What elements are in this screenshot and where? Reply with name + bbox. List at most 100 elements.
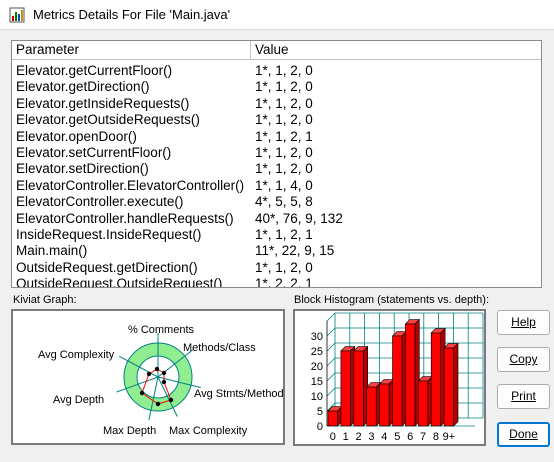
row-parameter: OutsideRequest.getDirection()	[16, 259, 198, 275]
histogram-y-tick: 10	[311, 391, 323, 403]
histogram-bar	[443, 342, 459, 427]
histogram-bar	[353, 345, 369, 427]
histogram-x-tick: 7	[420, 431, 426, 443]
row-parameter: Elevator.getInsideRequests()	[16, 95, 190, 111]
histogram-bar	[430, 327, 446, 427]
table-row[interactable]: ElevatorController.handleRequests() 40*, …	[12, 211, 532, 227]
histogram-gridline	[326, 342, 336, 352]
row-value: 1*, 1, 2, 0	[255, 79, 313, 95]
row-value: 1*, 1, 2, 1	[255, 128, 313, 144]
row-parameter: Elevator.getCurrentFloor()	[16, 63, 173, 78]
row-parameter: Elevator.setCurrentFloor()	[16, 145, 172, 160]
histogram-bar	[417, 375, 433, 427]
kiviat-axis	[148, 376, 159, 421]
histogram-gridline	[326, 387, 336, 397]
histogram-x-tick: 2	[355, 431, 361, 443]
table-row[interactable]: OutsideRequest.OutsideRequest() 1*, 2, 2,…	[12, 276, 532, 288]
table-row[interactable]: ElevatorController.ElevatorController() 1…	[12, 178, 532, 194]
row-value: 1*, 1, 2, 0	[255, 259, 313, 275]
histogram-x-tick: 1	[343, 431, 349, 443]
kiviat-point	[154, 366, 160, 372]
table-row[interactable]: InsideRequest.InsideRequest() 1*, 1, 2, 1	[12, 227, 532, 243]
row-parameter: OutsideRequest.OutsideRequest()	[16, 276, 223, 288]
row-value: 1*, 1, 2, 1	[255, 227, 313, 242]
metrics-list[interactable]: Parameter Value Elevator.getCurrentFloor…	[11, 40, 542, 288]
table-row[interactable]: ElevatorController.execute() 4*, 5, 5, 8	[12, 194, 532, 210]
histogram-label: Block Histogram (statements vs. depth):	[294, 294, 490, 306]
kiviat-axis-label: Methods/Class	[183, 342, 256, 354]
row-parameter: Elevator.getOutsideRequests()	[16, 112, 200, 128]
help-button[interactable]: Help	[497, 310, 550, 335]
window-title: Metrics Details For File 'Main.java'	[33, 7, 231, 22]
table-row[interactable]: Elevator.getDirection()1*, 1, 2, 0	[12, 79, 532, 95]
print-button[interactable]: Print	[497, 384, 550, 409]
copy-button[interactable]: Copy	[497, 347, 550, 372]
row-parameter: ElevatorController.ElevatorController()	[16, 177, 245, 193]
row-parameter: ElevatorController.handleRequests()	[16, 210, 234, 226]
row-parameter: InsideRequest.InsideRequest()	[16, 227, 202, 242]
histogram-bar	[391, 330, 408, 427]
histogram-x-tick: 8	[433, 431, 439, 443]
column-header-parameter[interactable]: Parameter	[12, 41, 251, 59]
histogram-x-tick: 0	[330, 431, 336, 443]
histogram-x-tick: 4	[381, 431, 387, 443]
row-value: 11*, 22, 9, 15	[255, 243, 335, 259]
histogram-gridline	[326, 402, 336, 412]
histogram-bar	[378, 378, 395, 427]
table-row[interactable]: OutsideRequest.getDirection() 1*, 1, 2, 0	[12, 260, 532, 276]
kiviat-point	[146, 371, 152, 377]
table-row[interactable]: Elevator.getInsideRequests() 1*, 1, 2, 0	[12, 96, 532, 112]
kiviat-axis	[157, 376, 201, 389]
kiviat-point	[155, 401, 161, 407]
row-value: 1*, 1, 4, 0	[255, 177, 313, 193]
table-row[interactable]: Elevator.openDoor()1*, 1, 2, 1	[12, 129, 532, 145]
kiviat-point	[161, 370, 167, 376]
table-row[interactable]: Main.main() 11*, 22, 9, 15	[12, 243, 532, 259]
histogram-gridline	[326, 327, 336, 337]
row-value: 1*, 1, 2, 0	[255, 95, 313, 111]
row-value: 40*, 76, 9, 132	[255, 210, 343, 226]
histogram-y-tick: 20	[311, 361, 323, 373]
kiviat-point	[161, 379, 167, 385]
done-button[interactable]: Done	[497, 422, 550, 447]
row-value: 1*, 1, 2, 0	[255, 63, 313, 78]
histogram-y-tick: 5	[317, 406, 323, 418]
table-row[interactable]: Elevator.getOutsideRequests() 1*, 1, 2, 0	[12, 112, 532, 128]
kiviat-graph-label: Kiviat Graph:	[13, 294, 77, 306]
kiviat-axis-label: Avg Complexity	[38, 349, 115, 361]
kiviat-axis-label: Avg Depth	[53, 394, 104, 406]
histogram-x-tick: 3	[368, 431, 374, 443]
histogram-x-tick: 9+	[443, 431, 456, 443]
histogram-bar	[327, 405, 343, 427]
histogram-bar	[404, 318, 421, 427]
row-parameter: ElevatorController.execute()	[16, 194, 184, 210]
table-row[interactable]: Elevator.setDirection()1*, 1, 2, 0	[12, 161, 532, 177]
histogram-gridline	[326, 312, 336, 322]
table-row[interactable]: Elevator.setCurrentFloor()1*, 1, 2, 0	[12, 145, 532, 161]
kiviat-axis	[157, 376, 178, 417]
kiviat-point	[168, 397, 174, 403]
row-value: 4*, 5, 5, 8	[255, 194, 313, 210]
row-value: 1*, 2, 2, 1	[255, 276, 313, 288]
metrics-app-icon	[9, 7, 25, 23]
table-row[interactable]: Elevator.getCurrentFloor() 1*, 1, 2, 0	[12, 63, 532, 79]
histogram-bar	[340, 345, 356, 427]
histogram-gridline	[326, 357, 336, 367]
kiviat-point	[139, 390, 145, 396]
row-parameter: Elevator.setDirection()	[16, 161, 149, 177]
list-header: Parameter Value	[12, 41, 541, 60]
kiviat-axis	[118, 355, 159, 378]
histogram-y-tick: 30	[311, 331, 323, 343]
histogram-y-tick: 25	[311, 346, 323, 358]
kiviat-axis-label: Max Depth	[103, 425, 156, 437]
row-parameter: Main.main()	[16, 243, 88, 259]
histogram-x-tick: 5	[394, 431, 400, 443]
title-bar: Metrics Details For File 'Main.java'	[0, 0, 554, 30]
column-header-value[interactable]: Value	[255, 42, 289, 57]
histogram-y-tick: 15	[311, 376, 323, 388]
row-value: 1*, 1, 2, 0	[255, 112, 313, 128]
histogram-bar	[365, 381, 382, 427]
